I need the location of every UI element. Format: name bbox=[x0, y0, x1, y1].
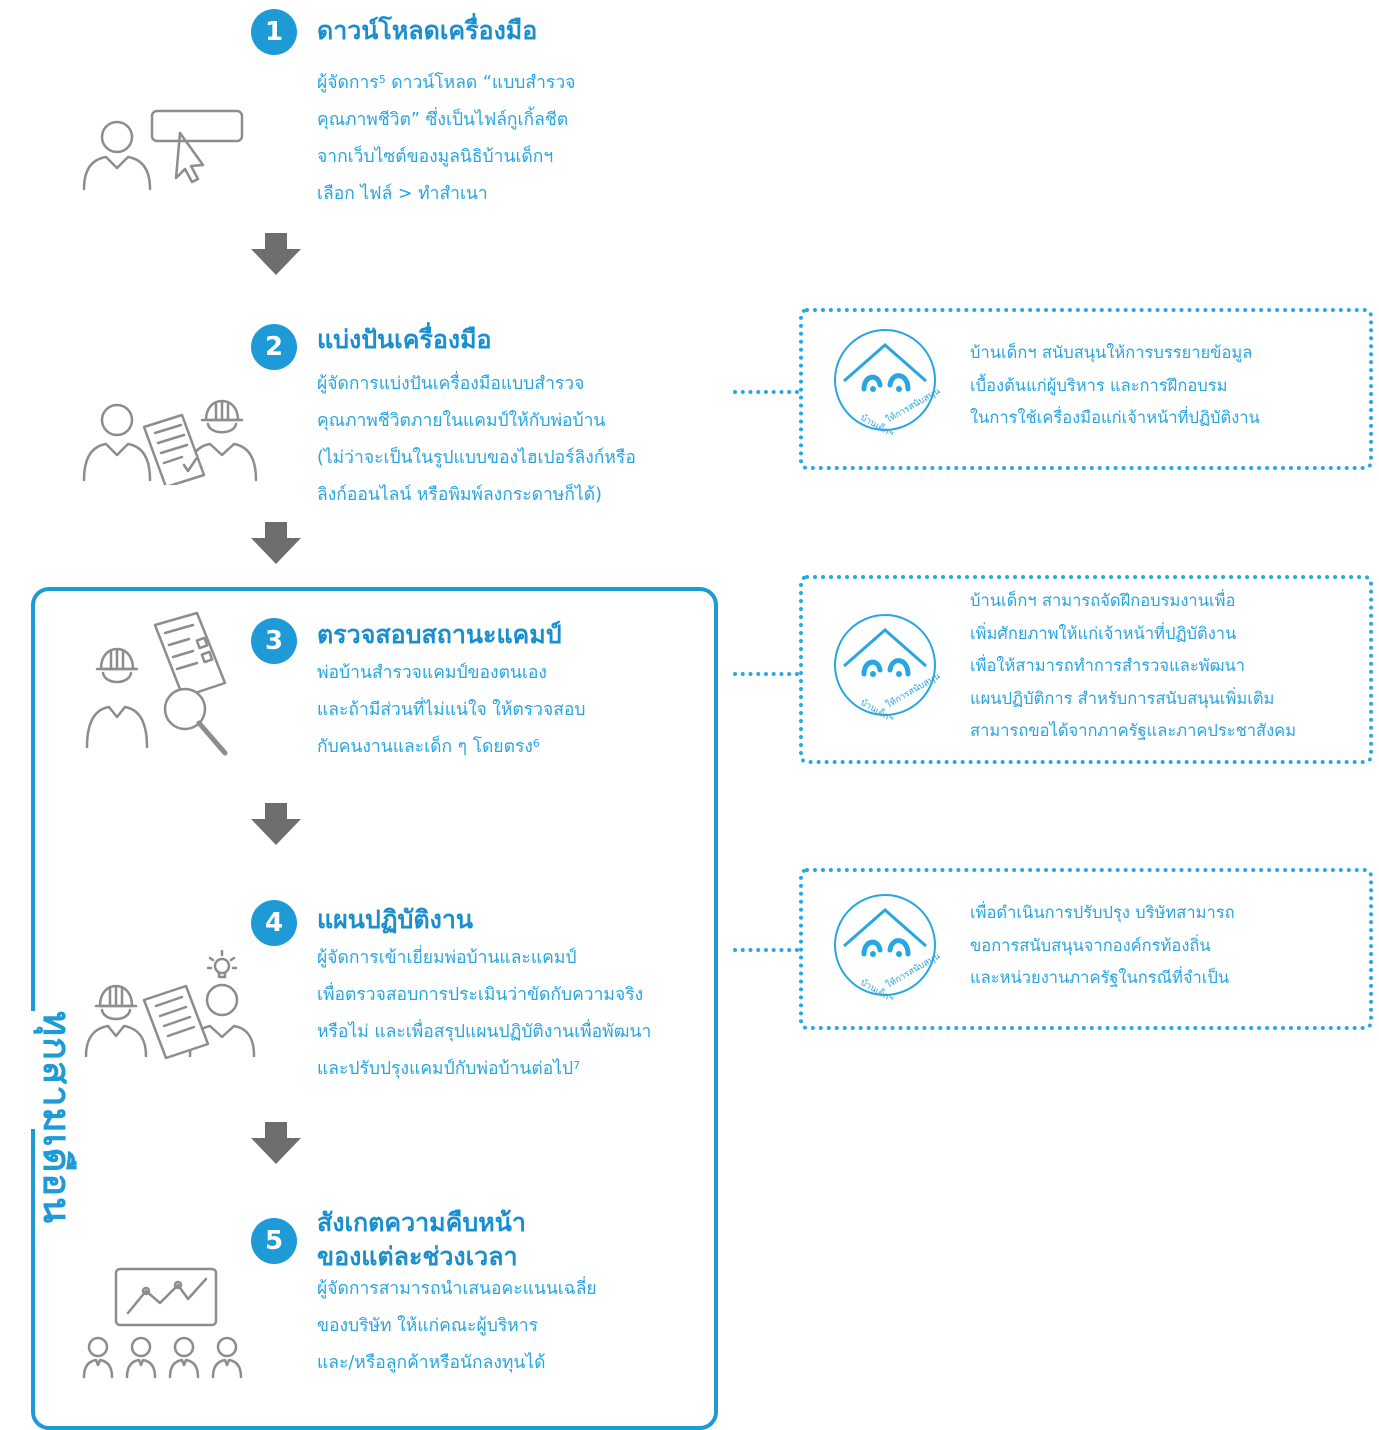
step-3-line: และถ้ามีส่วนที่ไม่แน่ใจ ให้ตรวจสอบ bbox=[317, 700, 586, 720]
step-4-line: หรือไม่ และเพื่อสรุปแผนปฏิบัติงานเพื่อพั… bbox=[317, 1022, 652, 1042]
callout-1-connector bbox=[733, 390, 799, 394]
foundation-logo: บ้านเด็กฯ ให้การสนับสนุน bbox=[834, 894, 940, 1000]
svg-text:ให้การสนับสนุน: ให้การสนับสนุน bbox=[884, 951, 940, 991]
step-5-badge: 5 bbox=[251, 1218, 297, 1264]
callout-2-line: เพิ่มศักยภาพให้แก่เจ้าหน้าที่ปฏิบัติงาน bbox=[970, 623, 1237, 643]
callout-2-line: บ้านเด็กฯ สามารถจัดฝึกอบรมงานเพื่อ bbox=[970, 591, 1236, 610]
step-4-line: เพื่อตรวจสอบการประเมินว่าขัดกับความจริง bbox=[317, 985, 644, 1005]
step-1-line: เลือก ไฟล์ > ทำสำเนา bbox=[317, 184, 488, 204]
callout-2-connector bbox=[733, 672, 799, 676]
callout-1-line: ในการใช้เครื่องมือแก่เจ้าหน้าที่ปฏิบัติง… bbox=[970, 408, 1260, 427]
step-3-line: กับคนงานและเด็ก ๆ โดยตรง bbox=[317, 737, 533, 757]
step-1-line: ผู้จัดการ bbox=[317, 73, 379, 93]
step-4-title: แผนปฏิบัติงาน bbox=[317, 905, 473, 934]
callout-3-connector bbox=[733, 948, 799, 952]
step-1-line: ดาวน์โหลด “แบบสำรวจ bbox=[391, 73, 576, 93]
step-2-line: (ไม่ว่าจะเป็นในรูปแบบของไฮเปอร์ลิงก์หรือ bbox=[317, 448, 636, 468]
step-2-line: คุณภาพชีวิตภายในแคมป์ให้กับพ่อบ้าน bbox=[317, 411, 606, 431]
svg-text:ให้การสนับสนุน: ให้การสนับสนุน bbox=[884, 671, 940, 711]
step-5-description: ผู้จัดการสามารถนำเสนอคะแนนเฉลี่ย ของบริษ… bbox=[317, 1271, 597, 1382]
callout-1-box bbox=[799, 308, 1373, 470]
step-4-line: และปรับปรุงแคมป์กับพ่อบ้านต่อไป bbox=[317, 1059, 574, 1079]
callout-3-line: ขอการสนับสนุนจากองค์กรท้องถิ่น bbox=[970, 935, 1211, 955]
step-5-line: ผู้จัดการสามารถนำเสนอคะแนนเฉลี่ย bbox=[317, 1279, 597, 1299]
step-4-line: ผู้จัดการเข้าเยี่ยมพ่อบ้านและแคมป์ bbox=[317, 948, 577, 968]
person-click-icon bbox=[82, 109, 244, 191]
step-3-badge: 3 bbox=[251, 618, 297, 664]
callout-1-line: เบื้องต้นแก่ผู้บริหาร และการฝึกอบรม bbox=[970, 375, 1228, 395]
inspect-checklist-icon bbox=[85, 611, 228, 756]
step-5-title-line: ของแต่ละช่วงเวลา bbox=[317, 1242, 518, 1271]
step-4-description: ผู้จัดการเข้าเยี่ยมพ่อบ้านและแคมป์ เพื่อ… bbox=[317, 940, 651, 1088]
step-2-badge: 2 bbox=[251, 324, 297, 370]
step-2-line: ลิงก์ออนไลน์ หรือพิมพ์ลงกระดาษก็ได้) bbox=[317, 485, 602, 505]
callout-2-line: แผนปฏิบัติการ สำหรับการสนับสนุนเพิ่มเติม bbox=[970, 688, 1275, 708]
action-plan-icon bbox=[84, 950, 256, 1060]
callout-2-line: สามารถขอได้จากภาครัฐและภาคประชาสังคม bbox=[970, 721, 1297, 740]
step-1-line: คุณภาพชีวิต” ซึ่งเป็นไฟล์กูเกิ้ลชีต bbox=[317, 110, 569, 130]
callout-2-box bbox=[799, 575, 1373, 764]
callout-3-line: เพื่อดำเนินการปรับปรุง บริษัทสามารถ bbox=[970, 903, 1235, 922]
step-5-title: สังเกตความคืบหน้า ของแต่ละช่วงเวลา bbox=[317, 1206, 526, 1274]
step-5-title-line: สังเกตความคืบหน้า bbox=[317, 1208, 526, 1237]
callout-1-line: บ้านเด็กฯ สนับสนุนให้การบรรยายข้อมูล bbox=[970, 343, 1253, 362]
svg-text:ให้การสนับสนุน: ให้การสนับสนุน bbox=[884, 386, 940, 426]
foundation-logo: บ้านเด็กฯ ให้การสนับสนุน bbox=[834, 614, 940, 720]
down-arrow bbox=[251, 803, 301, 845]
callout-3-text: เพื่อดำเนินการปรับปรุง บริษัทสามารถ ขอกา… bbox=[970, 897, 1235, 995]
callout-1-text: บ้านเด็กฯ สนับสนุนให้การบรรยายข้อมูล เบื… bbox=[970, 337, 1260, 435]
step-1-description: ผู้จัดการ5 ดาวน์โหลด “แบบสำรวจ คุณภาพชีว… bbox=[317, 65, 575, 213]
footnote-7: 7 bbox=[573, 1059, 581, 1072]
presentation-icon bbox=[82, 1267, 243, 1379]
step-1-title: ดาวน์โหลดเครื่องมือ bbox=[317, 16, 538, 45]
quarterly-label: ทุกสามเดือน bbox=[27, 1011, 87, 1224]
step-3-title: ตรวจสอบสถานะแคมป์ bbox=[317, 620, 562, 649]
step-5-line: ของบริษัท ให้แก่คณะผู้บริหาร bbox=[317, 1316, 538, 1336]
step-3-description: พ่อบ้านสำรวจแคมป์ของตนเอง และถ้ามีส่วนที… bbox=[317, 655, 586, 766]
foundation-logo: บ้านเด็กฯ ให้การสนับสนุน bbox=[834, 329, 940, 435]
step-1-badge: 1 bbox=[251, 9, 297, 55]
step-2-line: ผู้จัดการแบ่งปันเครื่องมือแบบสำรวจ bbox=[317, 374, 585, 394]
share-document-icon bbox=[82, 399, 258, 485]
callout-3-line: และหน่วยงานภาครัฐในกรณีที่จำเป็น bbox=[970, 968, 1230, 987]
footnote-5: 5 bbox=[378, 73, 386, 86]
step-1-line: จากเว็บไซต์ของมูลนิธิบ้านเด็กฯ bbox=[317, 147, 554, 167]
step-2-title: แบ่งปันเครื่องมือ bbox=[317, 325, 492, 354]
down-arrow bbox=[251, 233, 301, 275]
step-3-line: พ่อบ้านสำรวจแคมป์ของตนเอง bbox=[317, 663, 547, 683]
callout-2-line: เพื่อให้สามารถทำการสำรวจและพัฒนา bbox=[970, 656, 1246, 675]
footnote-6: 6 bbox=[532, 737, 540, 750]
step-2-description: ผู้จัดการแบ่งปันเครื่องมือแบบสำรวจ คุณภา… bbox=[317, 366, 636, 514]
step-4-badge: 4 bbox=[251, 900, 297, 946]
down-arrow bbox=[251, 522, 301, 564]
callout-3-box bbox=[799, 868, 1373, 1030]
step-5-line: และ/หรือลูกค้าหรือนักลงทุนได้ bbox=[317, 1353, 546, 1373]
down-arrow bbox=[251, 1122, 301, 1164]
callout-2-text: บ้านเด็กฯ สามารถจัดฝึกอบรมงานเพื่อ เพิ่ม… bbox=[970, 585, 1296, 748]
